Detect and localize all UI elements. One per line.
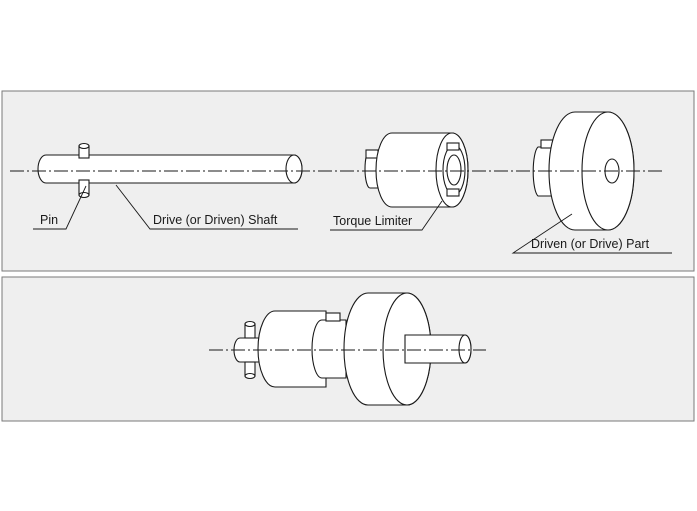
- assembled-torque-limiter: [257, 310, 327, 388]
- exploded-view: Pin Drive (or Driven) Shaft Torque Limit…: [10, 111, 672, 254]
- driven-part-label: Driven (or Drive) Part: [531, 237, 650, 251]
- pin-leader: [33, 185, 87, 230]
- shaft-label: Drive (or Driven) Shaft: [153, 213, 278, 227]
- assembled-hub: [311, 312, 347, 379]
- limiter-leader: [330, 200, 443, 231]
- drive-shaft: [37, 154, 303, 184]
- pin-label: Pin: [40, 213, 58, 227]
- shaft-leader: [115, 184, 298, 230]
- torque-limiter-label: Torque Limiter: [333, 214, 412, 228]
- assembled-pin: [244, 320, 256, 380]
- part-leader: [511, 213, 672, 254]
- torque-limiter: [364, 132, 469, 208]
- assembled-shaft-right: [404, 334, 472, 364]
- assembled-view: [209, 292, 486, 406]
